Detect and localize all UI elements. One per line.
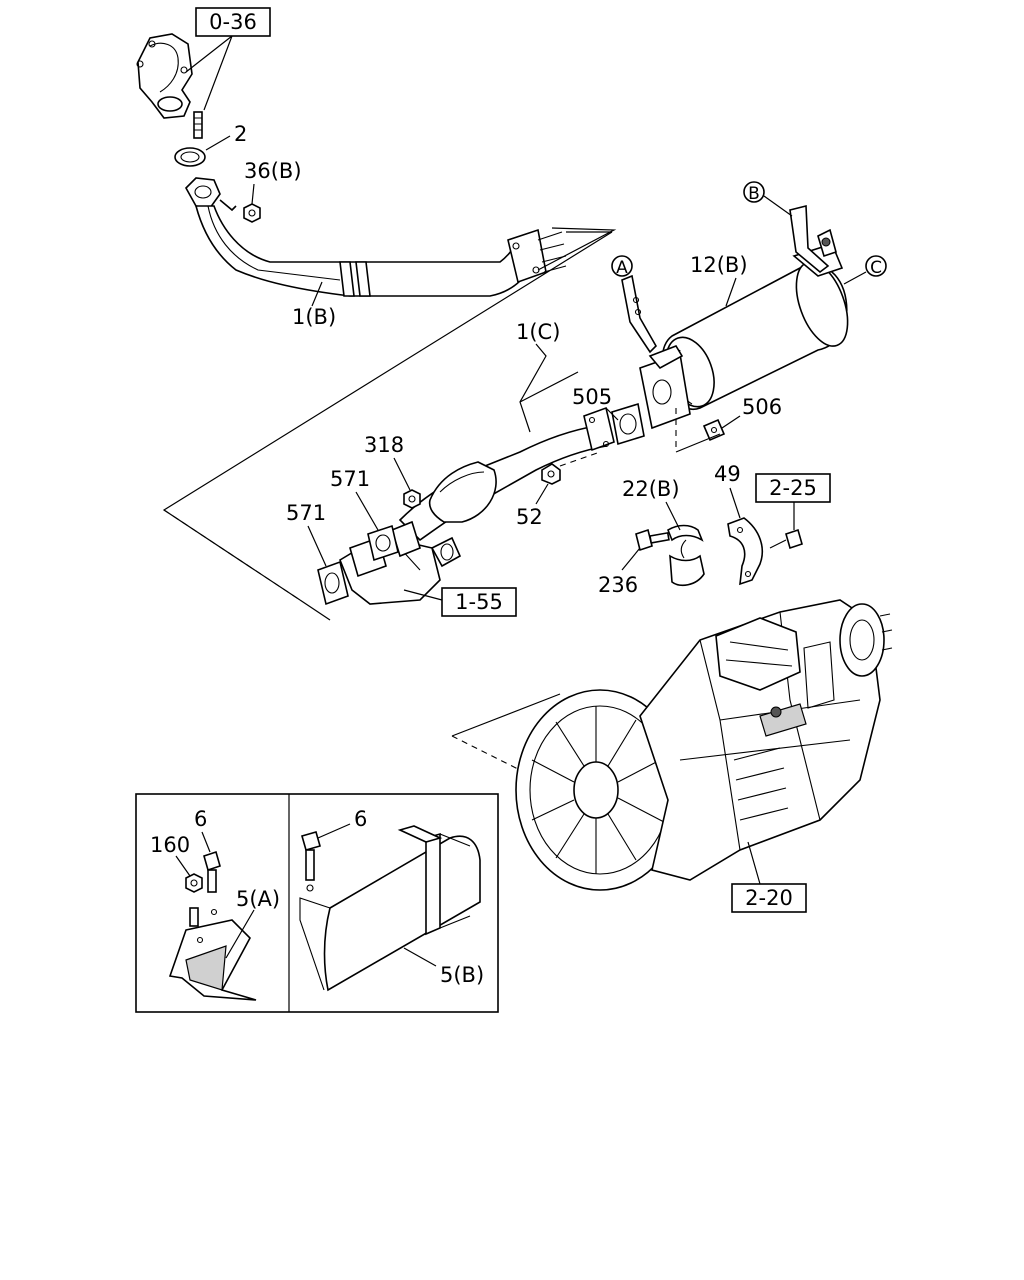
callout-c: C [865, 255, 887, 278]
ref-box-0-36[interactable]: 0-36 [195, 7, 271, 37]
gasket-505 [611, 402, 645, 446]
ref-0-36-label: 0-36 [209, 10, 257, 34]
part-label-571-left: 571 [286, 501, 326, 525]
bracket-a [621, 274, 657, 354]
front-pipe-1b [185, 177, 567, 297]
muffler-12b [639, 243, 849, 430]
ref-box-2-25[interactable]: 2-25 [755, 473, 831, 503]
bolt-6-right [301, 831, 321, 892]
bolt-6-left [203, 850, 221, 893]
exhaust-manifold-drawing [136, 33, 203, 139]
part-label-236: 236 [598, 573, 638, 597]
part-label-36b: 36(B) [244, 159, 302, 183]
ref-box-2-20[interactable]: 2-20 [731, 883, 807, 913]
part-label-571-upper: 571 [330, 467, 370, 491]
ref-box-1-55[interactable]: 1-55 [441, 587, 517, 617]
part-label-49: 49 [714, 462, 741, 486]
part-label-52: 52 [516, 505, 543, 529]
transmission-drawing [515, 599, 893, 891]
gasket-571-left [317, 560, 349, 606]
clamp-22b [667, 524, 705, 587]
ref-2-20-label: 2-20 [745, 886, 793, 910]
part-label-160: 160 [150, 833, 190, 857]
svg-text:B: B [748, 184, 760, 204]
part-label-5a: 5(A) [236, 887, 280, 911]
bracket-49 [727, 517, 764, 586]
part-label-6-left: 6 [194, 807, 207, 831]
bracket-b [789, 204, 837, 274]
part-label-5b: 5(B) [440, 963, 484, 987]
ref-1-55-label: 1-55 [455, 590, 503, 614]
gasket-571-upper [367, 524, 399, 562]
gasket-2 [174, 147, 206, 167]
svg-text:A: A [616, 258, 628, 278]
bolt-2-25 [769, 528, 803, 550]
nut-36b [243, 203, 261, 223]
part-label-12b: 12(B) [690, 253, 748, 277]
svg-text:C: C [870, 258, 882, 278]
part-label-6-right: 6 [354, 807, 367, 831]
part-label-318: 318 [364, 433, 404, 457]
nut-52 [541, 463, 561, 485]
nut-318 [403, 489, 421, 509]
nut-160 [185, 873, 203, 927]
part-label-506: 506 [742, 395, 782, 419]
bolt-236 [635, 528, 670, 552]
heat-shield-5b [299, 825, 481, 992]
part-label-2: 2 [234, 122, 247, 146]
callout-a: A [611, 255, 633, 278]
part-label-1c: 1(C) [516, 320, 560, 344]
callout-b: B [743, 181, 765, 204]
center-pipe-1c [398, 406, 615, 542]
part-label-1b: 1(B) [292, 305, 336, 329]
heat-shield-5a [168, 908, 257, 1001]
part-label-505: 505 [572, 385, 612, 409]
ref-2-25-label: 2-25 [769, 476, 817, 500]
part-label-22b: 22(B) [622, 477, 680, 501]
